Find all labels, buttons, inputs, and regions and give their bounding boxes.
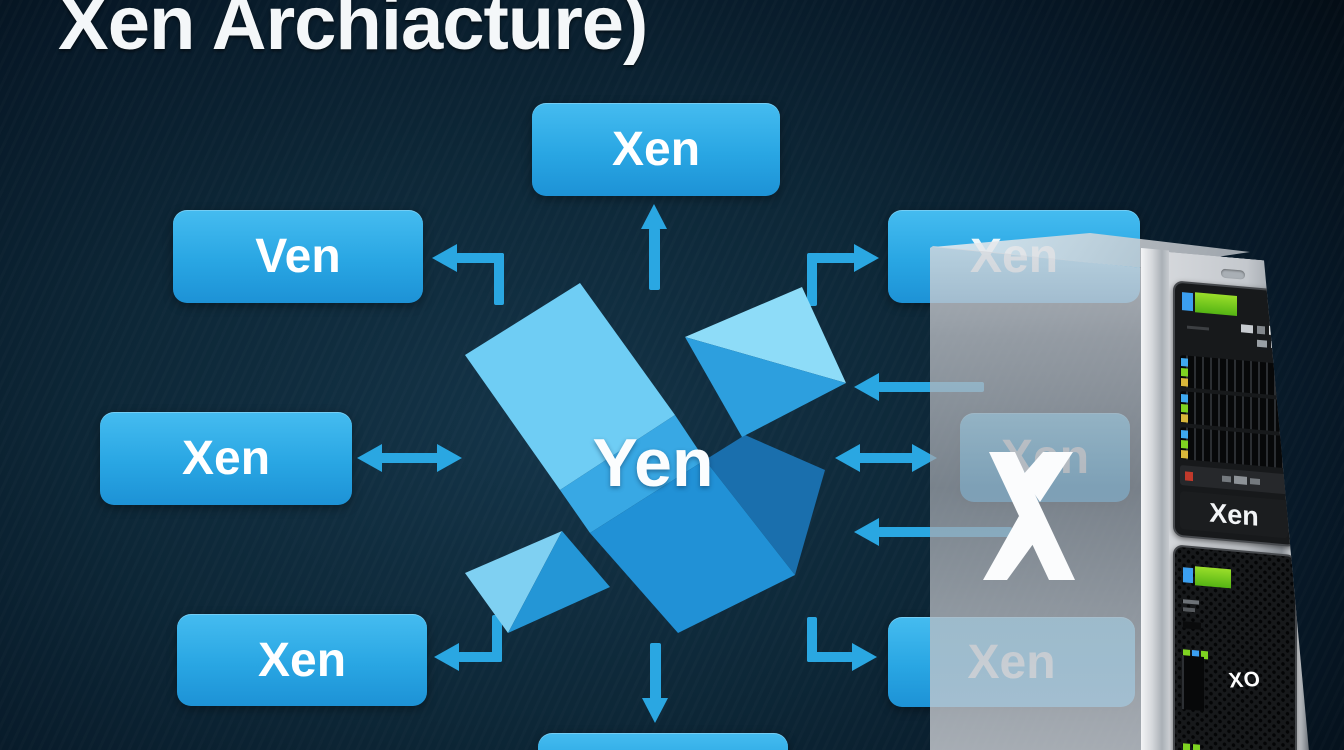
lcd-blue-block: [1183, 567, 1193, 583]
lcd-green-display: [1195, 292, 1237, 316]
port-icon: [1241, 324, 1253, 333]
node-box-left-bottom: Xen: [177, 614, 427, 706]
server-name-plate: Xen: [1180, 491, 1288, 538]
io-strip: [1180, 465, 1288, 494]
port-icon: [1257, 340, 1267, 348]
node-label: Xen: [611, 123, 701, 176]
node-box-left-top: Ven: [173, 210, 423, 303]
port-icon: [1271, 341, 1284, 349]
power-led: [1185, 471, 1193, 481]
lcd-caption: [1187, 326, 1209, 331]
port-icon: [1257, 326, 1265, 335]
xo-logo: XO: [1220, 659, 1269, 701]
drive-bay-row: [1180, 391, 1288, 432]
center-label: Yen: [592, 425, 714, 501]
bezel-button: [1221, 269, 1245, 280]
server-upper-unit: Xen: [1173, 280, 1297, 547]
server-front-x-icon: [983, 452, 1075, 580]
server-front-panel: Xen XO: [1169, 252, 1310, 750]
card-slot: [1182, 655, 1204, 711]
drive-bay-row: [1180, 427, 1288, 468]
node-box-bottom: [538, 733, 788, 750]
xo-logo-text: XO: [1227, 667, 1263, 693]
lcd-green-display: [1195, 566, 1231, 588]
node-box-left-middle: Xen: [100, 412, 352, 505]
server-name-text: Xen: [1209, 497, 1259, 532]
lcd-blue-block: [1182, 292, 1193, 311]
server-hinge-strip: [1141, 248, 1169, 750]
node-box-top: Xen: [532, 103, 780, 196]
node-label: Xen: [181, 432, 271, 485]
server-lower-unit: XO: [1173, 544, 1297, 750]
port-icon: [1269, 326, 1285, 336]
page-title: Xen Archiacture): [58, 0, 648, 66]
xen-x-logo: [465, 283, 846, 633]
node-label: Xen: [257, 633, 347, 687]
drive-bay-row: [1180, 355, 1288, 396]
node-label: Ven: [255, 230, 341, 283]
